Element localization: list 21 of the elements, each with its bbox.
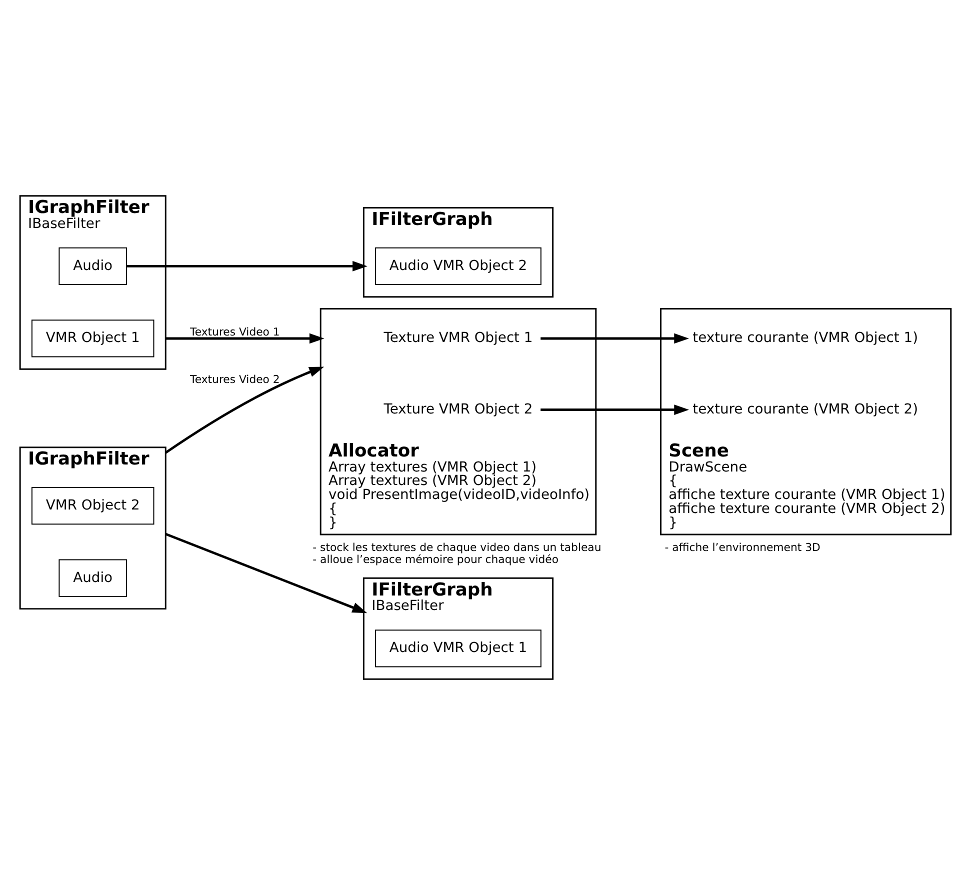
node-text: texture courante (VMR Object 2): [692, 400, 918, 417]
node-box: VMR Object 1: [31, 319, 154, 357]
node-box: VMR Object 2: [31, 486, 154, 524]
arrow: [126, 260, 368, 271]
node-box: Audio: [58, 246, 128, 284]
edge-label: Textures Video 2: [190, 372, 280, 386]
node-label: - stock les textures de chaque video dans un tableau: [312, 540, 602, 554]
node-text: texture courante (VMR Object 1): [692, 330, 918, 346]
node-box: Audio VMR Object 1: [375, 629, 542, 667]
node-text: Texture VMR Object 2: [384, 400, 533, 417]
node-text: Texture VMR Object 1: [384, 330, 533, 346]
node-box: Audio: [58, 558, 128, 596]
edge-label: Textures Video 1: [190, 324, 280, 338]
arrow: [164, 366, 324, 454]
arrow: [165, 532, 368, 613]
arrow: [540, 404, 690, 414]
arrow: [166, 332, 324, 344]
node-label: - alloue l’espace mémoire pour chaque vidéo: [312, 552, 558, 566]
arrow: [540, 332, 690, 344]
node-box: Audio VMR Object 2: [375, 246, 542, 284]
node-label: - affiche l’environnement 3D: [664, 540, 820, 554]
